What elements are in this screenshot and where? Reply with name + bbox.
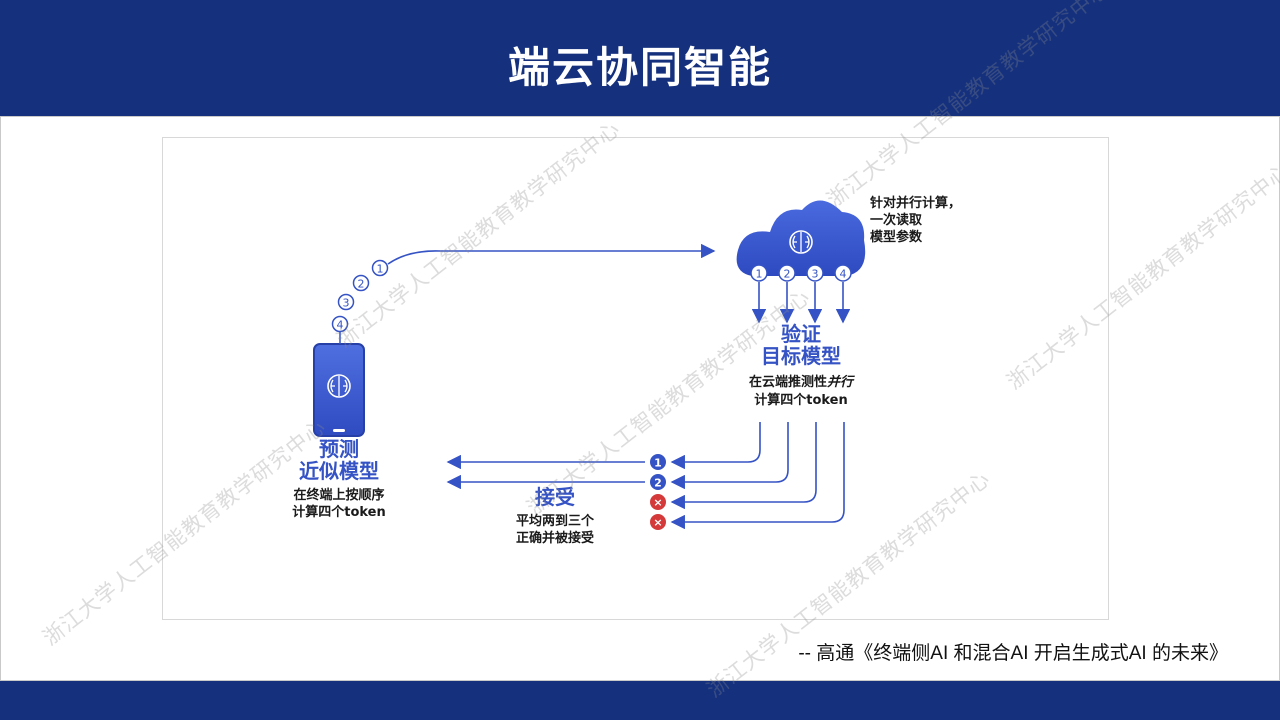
verification-results: 1 2 × × [650,454,666,530]
draft-token-chain: 4 3 2 1 [331,243,716,344]
result-accepted-2: 2 [654,477,662,490]
cloud-icon: 1 2 3 4 [736,200,866,282]
phone-icon [313,343,365,437]
accept-desc-line2: 正确并被接受 [515,531,594,546]
cloud-title-line1: 验证 [781,322,821,346]
brain-icon [789,230,813,254]
accept-desc-line1: 平均两到三个 [515,514,594,529]
draft-token-4: 4 [337,319,344,332]
device-desc-line2: 计算四个token [292,505,386,520]
result-accepted-1: 1 [654,457,662,470]
cloud-token-row: 1 2 3 4 [750,264,852,282]
source-citation: -- 高通《终端侧AI 和混合AI 开启生成式AI 的未来》 [798,643,1228,664]
cloud-desc-line1: 在云端推测性并行 [726,375,876,391]
slide-title: 端云协同智能 [507,43,772,92]
accepted-token-arrows [446,454,645,490]
cloud-note-line3: 模型参数 [870,230,923,245]
draft-token-3: 3 [343,297,350,310]
cloud-token-4: 4 [840,268,847,281]
draft-token-1: 1 [377,263,384,276]
cloud-note-line2: 一次读取 [870,213,923,228]
draft-token-2: 2 [358,278,365,291]
cloud-desc-line2: 计算四个token [754,393,848,408]
cloud-desc-text: 在云端推测性 [748,375,827,390]
accept-title: 接受 [535,485,575,509]
device-title-line1: 预测 [319,437,359,461]
cloud-token-1: 1 [756,268,763,281]
device-title-line2: 近似模型 [299,459,379,483]
cloud-desc-emphasis: 并行 [827,375,854,390]
cloud-token-3: 3 [812,268,819,281]
cloud-note-line1: 针对并行计算， [870,196,962,211]
header-bar [0,0,1280,116]
device-desc-line1: 在终端上按顺序 [293,488,385,503]
cloud-token-2: 2 [784,268,791,281]
result-rejected-3: × [653,496,662,509]
parallel-compute-arrows [751,282,851,324]
brain-icon [327,374,351,398]
result-rejected-4: × [653,516,662,529]
footer-bar [0,681,1280,720]
verification-return-paths [670,422,845,530]
cloud-title-line2: 目标模型 [761,344,841,368]
